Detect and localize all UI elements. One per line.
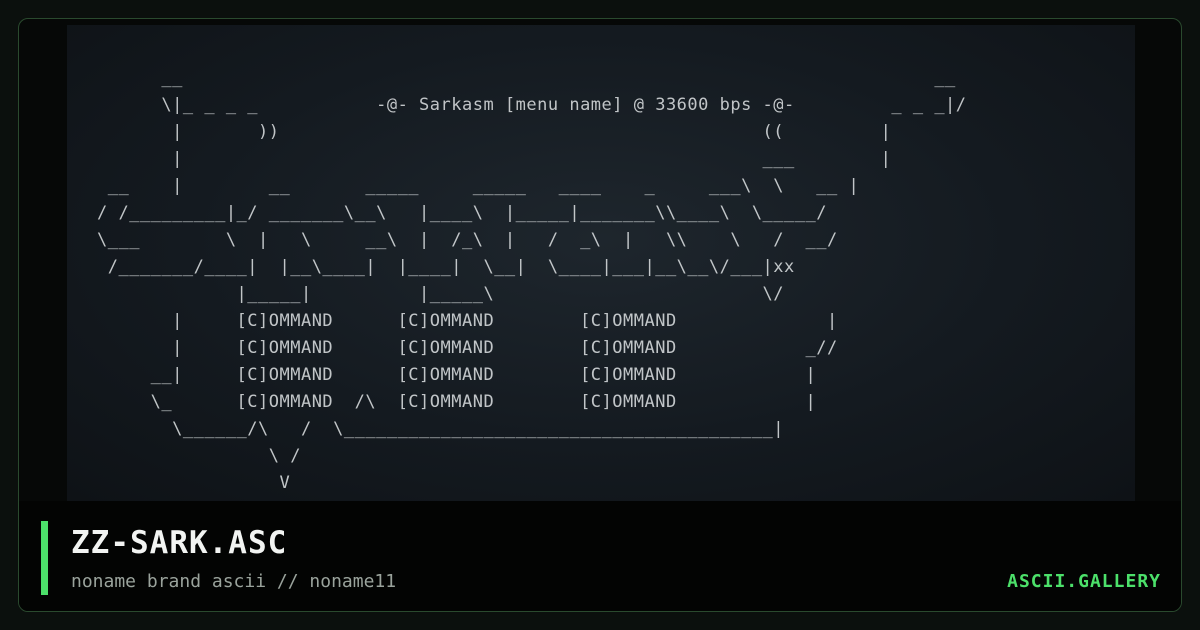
artwork-title: ZZ-SARK.ASC (71, 525, 288, 561)
accent-bar (41, 521, 48, 595)
ascii-art-preview: __ __ \|_ _ _ _ -@- Sarkasm [menu name] … (67, 25, 1135, 501)
artwork-subtitle: noname brand ascii // noname11 (71, 571, 397, 592)
card-footer: ZZ-SARK.ASC noname brand ascii // noname… (19, 501, 1181, 611)
gallery-card: __ __ \|_ _ _ _ -@- Sarkasm [menu name] … (18, 18, 1182, 612)
ascii-art: __ __ \|_ _ _ _ -@- Sarkasm [menu name] … (97, 68, 967, 493)
site-brand: ASCII.GALLERY (1007, 571, 1161, 592)
